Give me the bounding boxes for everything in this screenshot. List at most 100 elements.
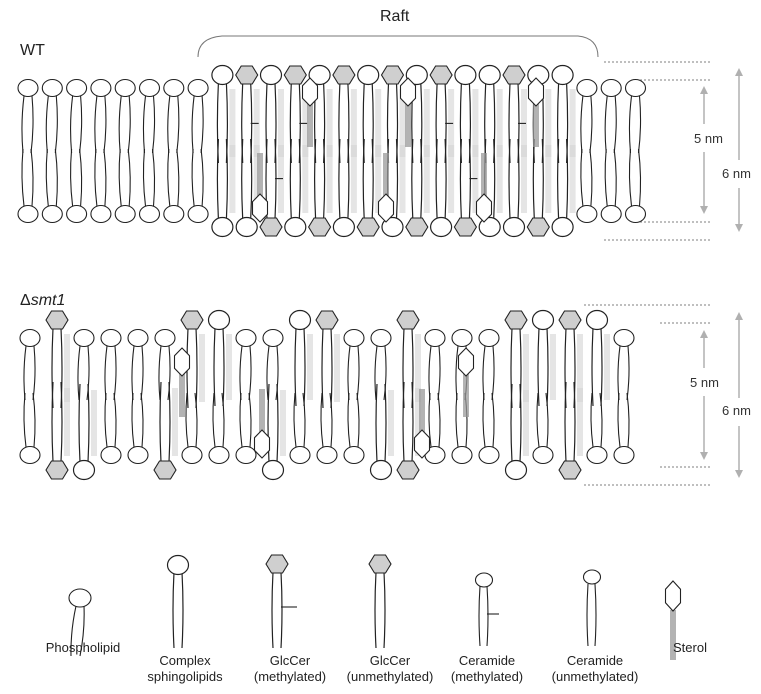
wt-dimension-guides bbox=[604, 62, 743, 240]
lipid-P bbox=[67, 149, 87, 223]
lipid-P bbox=[140, 149, 160, 223]
lipid-tail bbox=[483, 346, 485, 400]
smt1-label: Δsmt1 bbox=[20, 292, 65, 310]
lipid-GU bbox=[154, 382, 178, 479]
arrow-head bbox=[735, 312, 743, 320]
arrow-head bbox=[700, 330, 708, 338]
sterol-tail bbox=[533, 104, 539, 147]
lipid-shadow bbox=[604, 334, 610, 400]
lipid-tail bbox=[153, 149, 155, 206]
lipid-P bbox=[20, 330, 40, 401]
glccer-head bbox=[559, 311, 581, 329]
lipid-P bbox=[67, 80, 87, 154]
glccer-head bbox=[46, 311, 68, 329]
phospholipid-head bbox=[209, 447, 229, 464]
ceramide-head bbox=[584, 570, 601, 584]
lipid-P bbox=[533, 393, 553, 464]
lipid-CU bbox=[290, 311, 314, 407]
lipid-tail bbox=[494, 139, 495, 219]
lipid-tail bbox=[363, 139, 364, 219]
lipid-P bbox=[128, 330, 148, 401]
phospholipid-head bbox=[479, 330, 499, 347]
lipid-tail bbox=[95, 96, 97, 153]
phospholipid-head bbox=[128, 330, 148, 347]
sphingolipid-head bbox=[358, 66, 379, 85]
lipid-tail bbox=[456, 393, 458, 447]
lipid-tail bbox=[55, 149, 57, 206]
legend-label-sterol: Sterol bbox=[660, 640, 720, 656]
lipid-GU bbox=[309, 139, 333, 236]
lipid-P bbox=[115, 149, 135, 223]
legend-glccer-unmethylated bbox=[369, 555, 391, 648]
lipid-tail bbox=[331, 328, 332, 408]
lipid-tail bbox=[22, 149, 24, 206]
lipid-P bbox=[577, 80, 597, 154]
lipid-tail bbox=[629, 149, 631, 206]
lipid-shadow bbox=[523, 390, 529, 456]
lipid-tail bbox=[614, 96, 616, 153]
arrow-head bbox=[735, 470, 743, 478]
lipid-shadow bbox=[64, 388, 70, 456]
lipid-tail bbox=[119, 96, 121, 153]
glccer-head bbox=[369, 555, 391, 573]
lipid-shadow bbox=[307, 334, 313, 400]
phospholipid-head bbox=[425, 330, 445, 347]
legend-label-glccer-methylated: GlcCer(methylated) bbox=[235, 653, 345, 685]
phospholipid-head bbox=[20, 447, 40, 464]
lipid-P bbox=[263, 330, 283, 401]
lipid-shadow bbox=[302, 145, 308, 213]
lipid-tail bbox=[277, 384, 278, 462]
lipid-shadow bbox=[172, 388, 178, 456]
phospholipid-head bbox=[290, 447, 310, 464]
lipid-P bbox=[188, 80, 208, 154]
lipid-GU bbox=[406, 139, 430, 236]
phospholipid-head bbox=[42, 206, 62, 223]
phospholipid-head bbox=[236, 330, 256, 347]
lipid-tail bbox=[511, 384, 512, 462]
phospholipid-head bbox=[344, 330, 364, 347]
lipid-tail bbox=[173, 572, 174, 648]
sterol-head bbox=[255, 430, 270, 458]
arrow-head bbox=[700, 86, 708, 94]
phospholipid-head bbox=[69, 589, 91, 607]
lipid-tail bbox=[177, 96, 179, 153]
lipid-tail bbox=[52, 382, 53, 462]
lipid-tail bbox=[421, 139, 422, 219]
lipid-C bbox=[333, 139, 357, 237]
lipid-tail bbox=[88, 384, 89, 462]
legend-label-ceramide-unmethylated: Ceramide(unmethylated) bbox=[535, 653, 655, 685]
glccer-head bbox=[397, 461, 419, 479]
lipid-tail bbox=[141, 346, 143, 400]
glccer-head bbox=[236, 66, 258, 84]
sphingolipid-head bbox=[290, 311, 311, 330]
sphingolipid-head bbox=[74, 461, 95, 480]
lipid-tail bbox=[590, 149, 592, 206]
lipid-CU bbox=[587, 311, 611, 407]
lipid-CU bbox=[263, 384, 287, 480]
lipid-tail bbox=[290, 139, 291, 219]
lipid-P bbox=[371, 330, 391, 401]
lipid-tail bbox=[141, 393, 143, 447]
lipid-tail bbox=[105, 393, 107, 447]
lipid-tail bbox=[372, 139, 373, 219]
smt1-inner-thickness: 5 nm bbox=[690, 375, 719, 390]
lipid-P bbox=[74, 330, 94, 401]
arrow-head bbox=[735, 224, 743, 232]
lipid-tail bbox=[520, 384, 521, 462]
lipid-tail bbox=[299, 139, 300, 219]
lipid-P bbox=[317, 393, 337, 464]
phospholipid-head bbox=[587, 447, 607, 464]
lipid-tail bbox=[460, 139, 461, 219]
lipid-tail bbox=[46, 96, 48, 153]
glccer-head bbox=[505, 311, 527, 329]
glccer-head bbox=[397, 311, 419, 329]
phospholipid-head bbox=[614, 330, 634, 347]
phospholipid-head bbox=[479, 447, 499, 464]
lipid-GU bbox=[316, 311, 340, 408]
phospholipid-head bbox=[18, 206, 38, 223]
phospholipid-head bbox=[164, 206, 184, 223]
sphingolipid-head bbox=[168, 556, 189, 575]
legend-ceramide-methylated bbox=[476, 573, 500, 646]
lipid-tail bbox=[595, 584, 596, 646]
lipid-tail bbox=[533, 139, 534, 219]
